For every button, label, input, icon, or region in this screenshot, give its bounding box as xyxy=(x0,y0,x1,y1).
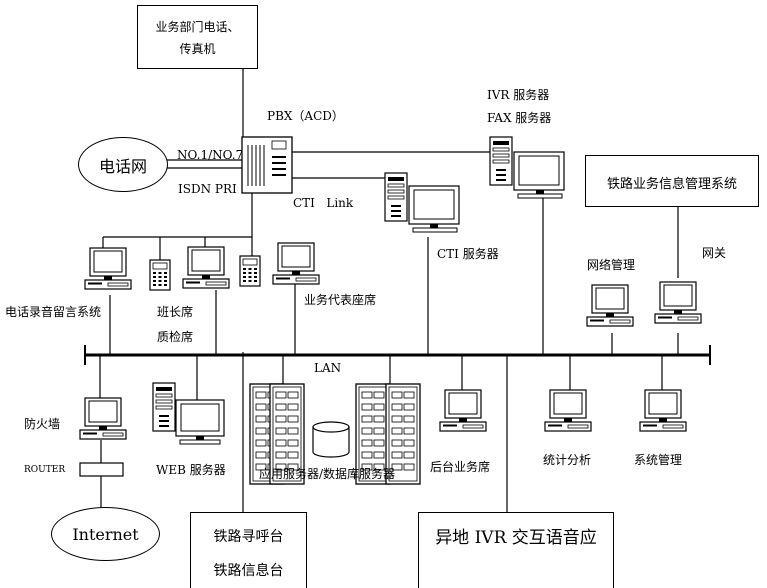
cti-server-icon xyxy=(384,172,460,233)
connection-lines xyxy=(84,67,711,515)
remote-ivr-label: 异地 IVR 交互语音应 xyxy=(435,528,597,548)
qc-seat-label: 质检席 xyxy=(157,330,194,344)
cti-link-label: CTI Link xyxy=(293,196,354,210)
dept-phone-fax-box: 业务部门电话、 传真机 xyxy=(137,5,258,69)
firewall-pc-icon xyxy=(79,397,127,440)
stat-analysis-label: 统计分析 xyxy=(543,453,592,467)
agent-seat-label: 业务代表座席 xyxy=(304,293,377,307)
fax-server-label: FAX 服务器 xyxy=(487,111,552,125)
router-icon xyxy=(79,462,124,477)
agent-pc-icon xyxy=(272,242,320,285)
rail-info-system-label: 铁路业务信息管理系统 xyxy=(606,177,737,192)
ivr-fax-server-icon xyxy=(489,136,565,199)
backend-seat-pc-icon xyxy=(439,389,487,432)
cti-server-label: CTI 服务器 xyxy=(437,247,499,261)
app-db-server-label: 应用服务器/数据库服务器 xyxy=(259,467,396,481)
web-server-label: WEB 服务器 xyxy=(156,463,226,477)
gateway-pc-icon xyxy=(654,281,702,324)
phone-network-ellipse: 电话网 xyxy=(78,137,168,192)
dept-phone-fax-line2: 传真机 xyxy=(179,42,216,56)
pbx-switch-icon xyxy=(241,136,293,194)
rail-info-system-box: 铁路业务信息管理系统 xyxy=(585,155,759,207)
backend-seat-label: 后台业务席 xyxy=(430,460,491,474)
rail-paging-line1: 铁路寻呼台 xyxy=(213,529,284,545)
stat-analysis-pc-icon xyxy=(544,389,592,432)
team-leader-pc-icon xyxy=(182,246,230,289)
remote-ivr-box: 异地 IVR 交互语音应 xyxy=(418,512,614,588)
rail-paging-box: 铁路寻呼台 铁路信息台 xyxy=(190,512,307,588)
recording-system-pc-icon xyxy=(84,247,132,290)
isdn-label: ISDN PRI xyxy=(178,182,237,196)
pbx-label: PBX（ACD） xyxy=(267,109,344,123)
rail-paging-line2: 铁路信息台 xyxy=(213,563,284,579)
network-mgmt-pc-icon xyxy=(586,284,634,327)
sys-mgmt-pc-icon xyxy=(639,389,687,432)
internet-ellipse: Internet xyxy=(51,507,160,561)
firewall-label: 防火墙 xyxy=(24,417,61,431)
network-mgmt-label: 网络管理 xyxy=(587,258,636,272)
lan-label: LAN xyxy=(314,361,342,375)
recording-system-label: 电话录音留言系统 xyxy=(5,305,102,319)
sys-mgmt-label: 系统管理 xyxy=(634,453,683,467)
database-cylinder-icon xyxy=(312,421,350,458)
team-leader-label: 班长席 xyxy=(157,305,194,319)
web-server-icon xyxy=(152,382,225,445)
team-leader-phone-icon xyxy=(149,259,171,291)
phone-network-label: 电话网 xyxy=(98,156,147,176)
dept-phone-fax-line1: 业务部门电话、 xyxy=(155,20,240,34)
agent-phone-icon xyxy=(239,255,261,287)
gateway-label: 网关 xyxy=(702,246,727,260)
internet-label: Internet xyxy=(72,524,139,544)
no17-label: NO.1/NO.7 xyxy=(177,148,244,162)
ivr-server-label: IVR 服务器 xyxy=(487,88,550,102)
router-label: ROUTER xyxy=(24,465,66,475)
